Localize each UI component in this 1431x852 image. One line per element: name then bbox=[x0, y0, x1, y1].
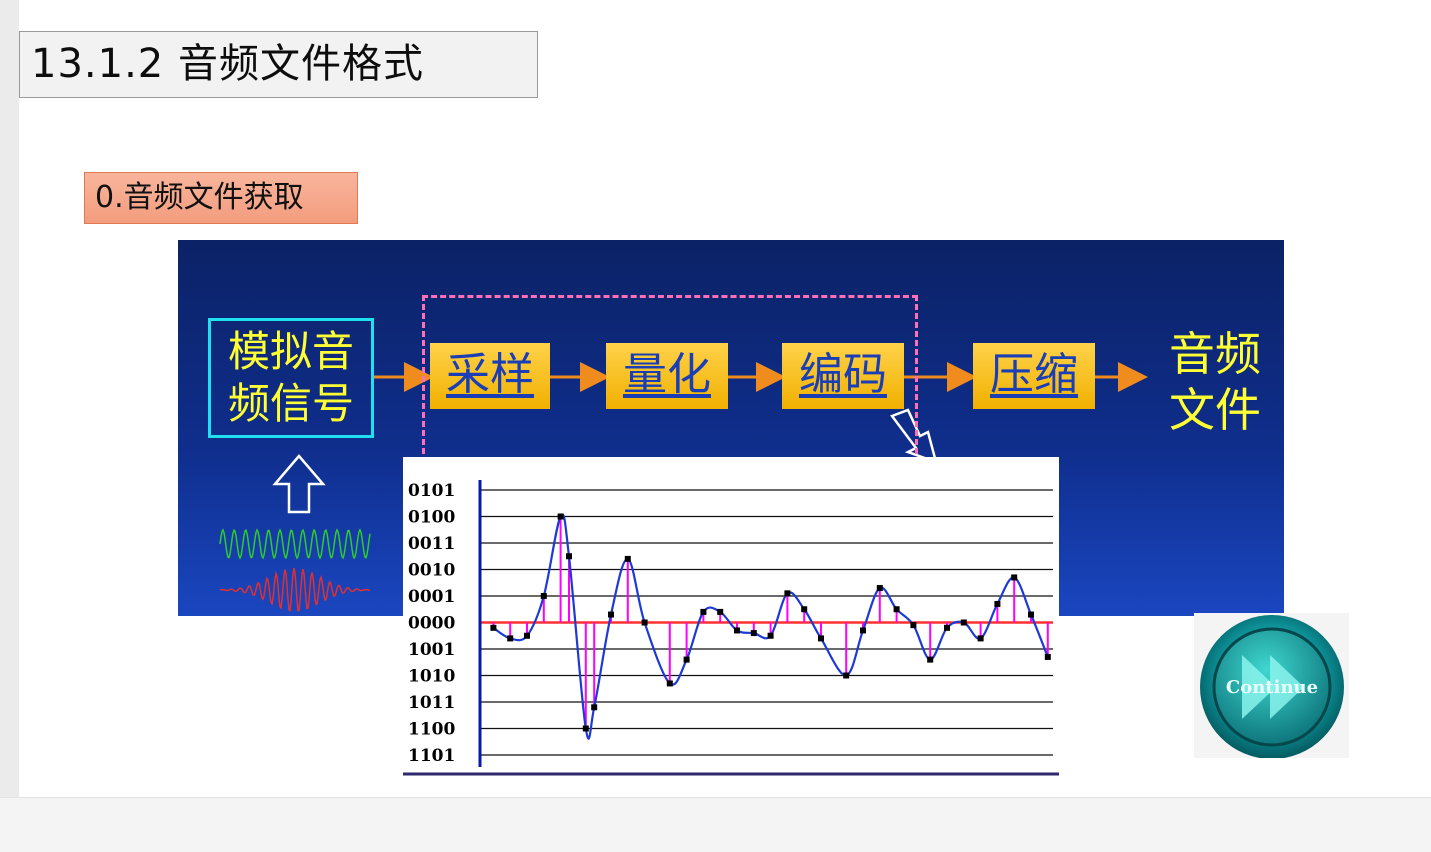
y-tick-label: 1001 bbox=[408, 640, 455, 660]
continue-button[interactable]: Continue bbox=[1194, 613, 1349, 759]
sample-point bbox=[750, 630, 757, 637]
sample-point bbox=[717, 608, 724, 615]
sample-point bbox=[1011, 574, 1018, 581]
analog-signal-line2: 频信号 bbox=[227, 379, 354, 428]
sample-point bbox=[767, 632, 774, 639]
fast-forward-icon: Continue bbox=[1200, 615, 1344, 759]
sample-point bbox=[784, 590, 791, 597]
sample-point bbox=[700, 608, 707, 615]
sample-point bbox=[960, 619, 967, 626]
sample-point bbox=[927, 656, 934, 663]
audio-file-line1: 音频 bbox=[1169, 327, 1261, 381]
sample-point bbox=[1044, 653, 1051, 660]
sample-point bbox=[734, 627, 740, 634]
y-tick-label: 1101 bbox=[408, 746, 455, 766]
quantization-chart-svg: 0101 0100 0011 0010 0001 0000 1001 1010 1011 1100… bbox=[403, 480, 1059, 776]
sample-point bbox=[507, 635, 514, 642]
step-quantization-link[interactable]: 量化 bbox=[606, 343, 728, 409]
sample-point bbox=[624, 555, 631, 562]
continue-label: Continue bbox=[1226, 677, 1318, 698]
sample-point bbox=[977, 635, 984, 642]
y-tick-label: 0000 bbox=[408, 614, 455, 634]
sample-point bbox=[801, 606, 808, 613]
sample-point bbox=[893, 606, 900, 613]
y-tick-label: 0101 bbox=[408, 481, 455, 501]
section-label: 0.音频文件获取 bbox=[84, 172, 358, 224]
sample-point bbox=[557, 513, 564, 520]
flow-arrows bbox=[219, 362, 1148, 613]
sample-point bbox=[994, 600, 1001, 607]
sample-point bbox=[860, 627, 866, 634]
sample-point bbox=[944, 624, 950, 631]
bottom-toolbar-band bbox=[0, 797, 1431, 852]
step-compression-link[interactable]: 压缩 bbox=[973, 343, 1095, 409]
sample-point bbox=[641, 619, 648, 626]
quantization-chart: 0101 0100 0011 0010 0001 0000 1001 1010 1011 1100… bbox=[403, 457, 1059, 776]
y-tick-label: 1011 bbox=[408, 693, 455, 713]
up-arrow-icon bbox=[272, 454, 326, 514]
step-sampling-link[interactable]: 采样 bbox=[430, 343, 550, 409]
down-arrow-icon bbox=[889, 408, 938, 464]
page-title: 13.1.2 音频文件格式 bbox=[19, 31, 538, 98]
y-tick-label: 0011 bbox=[408, 534, 455, 554]
analog-signal-box: 模拟音 频信号 bbox=[208, 318, 374, 438]
sample-point bbox=[1028, 611, 1034, 618]
sample-point bbox=[524, 632, 530, 639]
y-tick-label: 1010 bbox=[408, 667, 455, 687]
sample-point bbox=[910, 622, 917, 629]
sample-point bbox=[666, 680, 673, 687]
y-tick-label: 0100 bbox=[408, 508, 455, 528]
audio-file-line2: 文件 bbox=[1169, 383, 1261, 437]
y-tick-label: 0010 bbox=[408, 561, 455, 581]
y-tick-label: 1100 bbox=[408, 720, 455, 740]
sample-point bbox=[540, 593, 547, 599]
process-diagram: 模拟音 频信号 采样 量化 编码 压缩 音频 文件 bbox=[178, 240, 1284, 625]
analog-signal-line1: 模拟音 bbox=[227, 327, 354, 376]
sample-point bbox=[843, 672, 850, 679]
left-margin-strip bbox=[0, 0, 19, 797]
sample-point bbox=[876, 585, 883, 592]
sample-point bbox=[490, 624, 497, 631]
audio-file-label: 音频 文件 bbox=[1160, 326, 1270, 438]
sample-point bbox=[608, 611, 614, 618]
sample-point bbox=[591, 704, 598, 711]
sample-point bbox=[582, 725, 589, 732]
step-encoding-link[interactable]: 编码 bbox=[782, 343, 904, 409]
analog-wave-icon bbox=[219, 528, 371, 613]
y-tick-label: 0001 bbox=[408, 587, 455, 607]
sample-point bbox=[566, 553, 572, 560]
sample-point bbox=[818, 635, 824, 642]
sample-point bbox=[683, 656, 690, 663]
